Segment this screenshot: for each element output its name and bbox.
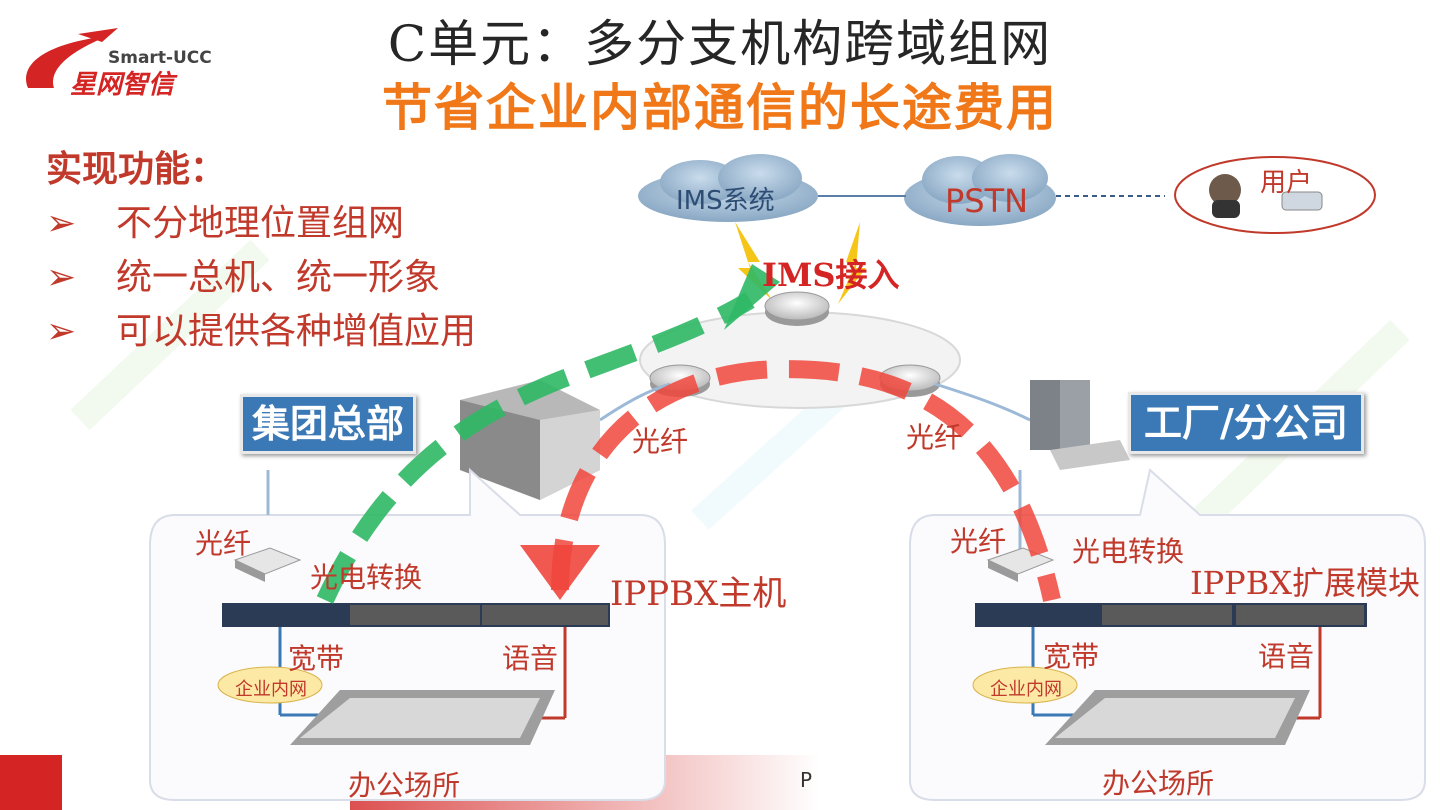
feature-item: ➢可以提供各种增值应用 xyxy=(46,311,477,352)
router-icon xyxy=(764,291,830,326)
page-subtitle: 节省企业内部通信的长途费用 xyxy=(382,78,1058,137)
lan-label: 企业内网 xyxy=(235,679,307,700)
office-label: 办公场所 xyxy=(348,769,461,802)
broadband-label: 宽带 xyxy=(1043,640,1100,673)
converter-label: 光电转换 xyxy=(310,561,423,594)
pbx-host-label: IPPBX主机 xyxy=(610,574,787,614)
converter-icon xyxy=(233,547,302,582)
pstn-label: PSTN xyxy=(945,182,1029,220)
office-label: 办公场所 xyxy=(1102,767,1215,800)
user-cloud-icon xyxy=(1174,156,1376,234)
bullet-arrow-icon: ➢ xyxy=(46,203,77,244)
pbx-extension-label: IPPBX扩展模块 xyxy=(1190,564,1421,602)
features-heading: 实现功能： xyxy=(46,149,227,190)
lan-label: 企业内网 xyxy=(990,679,1062,700)
logo-text-en: Smart-UCC xyxy=(108,48,212,68)
broadband-label: 宽带 xyxy=(288,642,345,675)
lan-cloud-icon xyxy=(972,666,1078,704)
site-fiber-label: 光纤 xyxy=(950,525,1007,558)
pstn-cloud-icon xyxy=(904,154,1056,226)
left-site-bubble xyxy=(149,467,666,801)
branch-building-icon xyxy=(1030,380,1130,470)
ims-cloud-icon xyxy=(638,154,818,222)
hq-label: 集团总部 xyxy=(240,394,416,454)
feature-item: ➢统一总机、统一形象 xyxy=(46,257,441,298)
page-number: P xyxy=(800,768,813,792)
red-call-path xyxy=(551,360,1061,602)
logo-text-cn: 星网智信 xyxy=(70,70,175,100)
converter-label: 光电转换 xyxy=(1072,535,1185,568)
lan-cloud-icon xyxy=(217,666,323,704)
lightning-icon xyxy=(735,222,772,300)
branch-label: 工厂/分公司 xyxy=(1128,392,1364,454)
ims-system-label: IMS系统 xyxy=(676,186,775,216)
site-fiber-label: 光纤 xyxy=(195,527,252,560)
logo-swoosh-icon xyxy=(26,28,118,88)
fiber-label: 光纤 xyxy=(906,421,963,454)
feature-item: ➢不分地理位置组网 xyxy=(46,203,405,244)
bullet-arrow-icon: ➢ xyxy=(46,311,77,352)
voice-label: 语音 xyxy=(1258,640,1315,673)
user-label: 用户 xyxy=(1260,168,1313,198)
ims-access-label: IMS接入 xyxy=(762,256,900,294)
green-arrowhead xyxy=(724,264,780,330)
page-title: C单元：多分支机构跨域组网 xyxy=(387,15,1053,73)
fiber-label: 光纤 xyxy=(632,425,689,458)
voice-label: 语音 xyxy=(502,642,559,675)
bullet-arrow-icon: ➢ xyxy=(46,257,77,298)
red-arrowhead xyxy=(520,545,600,600)
green-call-path xyxy=(316,292,755,604)
